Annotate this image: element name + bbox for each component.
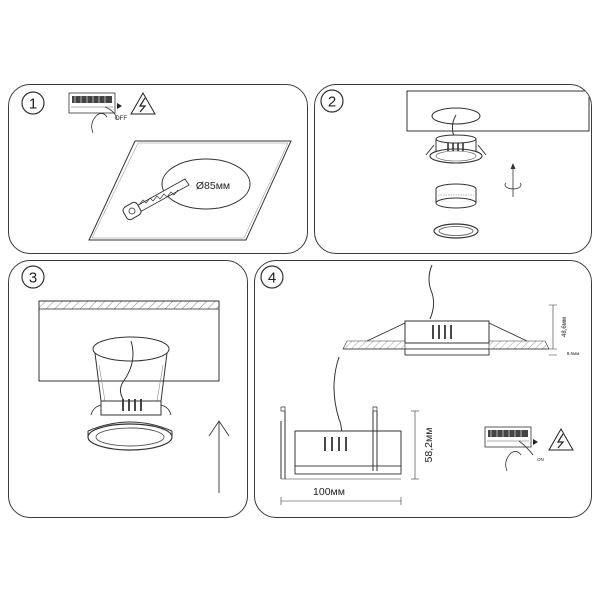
wire-cutter-icon <box>122 178 190 221</box>
step-1-switch-state: OFF <box>115 116 127 122</box>
step-1-illustration: 1 OFF Ø85мм <box>21 91 292 241</box>
step-2-illustration: 2 <box>320 89 590 239</box>
high-voltage-warning-icon <box>548 427 574 451</box>
decor-ring <box>433 223 479 239</box>
ceiling-hatch <box>38 300 220 310</box>
high-voltage-warning-icon <box>130 91 156 115</box>
lamp-module <box>435 183 477 209</box>
installed-lamp-view: 48,6мм 9,6мм <box>342 264 579 356</box>
step-3-badge <box>21 265 45 289</box>
lamp-flange <box>87 421 173 451</box>
lamp-housing <box>90 336 172 416</box>
height-side-label: 58,2мм <box>423 428 435 463</box>
dimension-side-view: 58,2мм 100мм <box>280 356 435 505</box>
step-3-panel: 3 <box>8 260 248 518</box>
cut-hole-outline <box>161 158 251 210</box>
step-4-badge <box>260 265 284 289</box>
step-1-diameter-label: Ø85мм <box>196 180 230 192</box>
ceiling-plate: Ø85мм <box>88 140 292 241</box>
up-arrow-icon <box>208 420 230 493</box>
step-4-illustration: 4 48,6мм 9,6мм <box>260 264 579 505</box>
ceiling-hole <box>431 107 481 125</box>
step-1-panel: 1 OFF Ø85мм <box>8 84 308 254</box>
wall-switch-icon: ON <box>484 426 544 472</box>
step-1-badge <box>21 91 45 115</box>
width-label: 100мм <box>313 486 345 498</box>
ceiling-block <box>406 90 590 132</box>
step-4-number: 4 <box>268 270 276 287</box>
lamp-housing <box>425 114 487 164</box>
height-top-label: 48,6мм <box>562 317 568 337</box>
step-3-illustration: 3 <box>21 265 230 493</box>
step-4-panel: 4 48,6мм 9,6мм <box>254 260 592 518</box>
wall-switch-icon: OFF <box>68 92 127 134</box>
flange-depth-label: 9,6мм <box>567 351 579 356</box>
step-3-number: 3 <box>29 270 37 287</box>
step-2-number: 2 <box>328 94 336 111</box>
step-4-switch-state: ON <box>537 457 544 462</box>
step-2-badge <box>320 89 344 113</box>
step-2-panel: 2 <box>314 84 592 254</box>
rotate-icon <box>504 163 522 197</box>
step-1-number: 1 <box>29 96 37 113</box>
